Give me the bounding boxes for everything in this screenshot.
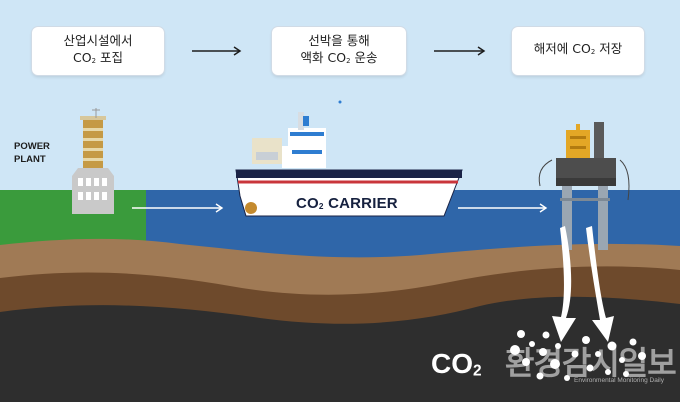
step-capture-box: 산업시설에서 CO2 포집 [32,27,164,75]
power-plant [72,108,114,214]
carrier-label: CO2 CARRIER [296,195,398,212]
flow-arrow-1 [192,46,242,56]
offshore-platform [538,122,630,250]
flow-arrow-2 [434,46,486,56]
power-plant-label: POWER PLANT [14,141,50,165]
step-storage-box: 해저에 CO2 저장 [512,27,644,75]
watermark-logo: 환경감시일보 [505,344,677,382]
step-capture-line1: 산업시설에서 [63,32,133,48]
bedrock-layer [0,296,680,402]
step-storage-line1: 해저에 CO2 저장 [533,41,623,57]
co2-storage-label: CO2 [431,348,482,380]
co2-bubbles [510,330,646,381]
watermark-subtext: Environmental Monitoring Daily [574,377,664,384]
co2-carrier-ship [235,100,463,217]
step-transport-box: 선박을 통해 액화 CO2 운송 [272,27,406,75]
step-transport-line2: 액화 CO2 운송 [300,49,378,66]
step-transport-line1: 선박을 통해 [308,32,370,48]
injection-arrows [552,226,614,342]
transfer-arrow-left [132,203,224,213]
step-capture-line2: CO2 포집 [73,49,123,66]
transfer-arrow-right [458,203,548,213]
